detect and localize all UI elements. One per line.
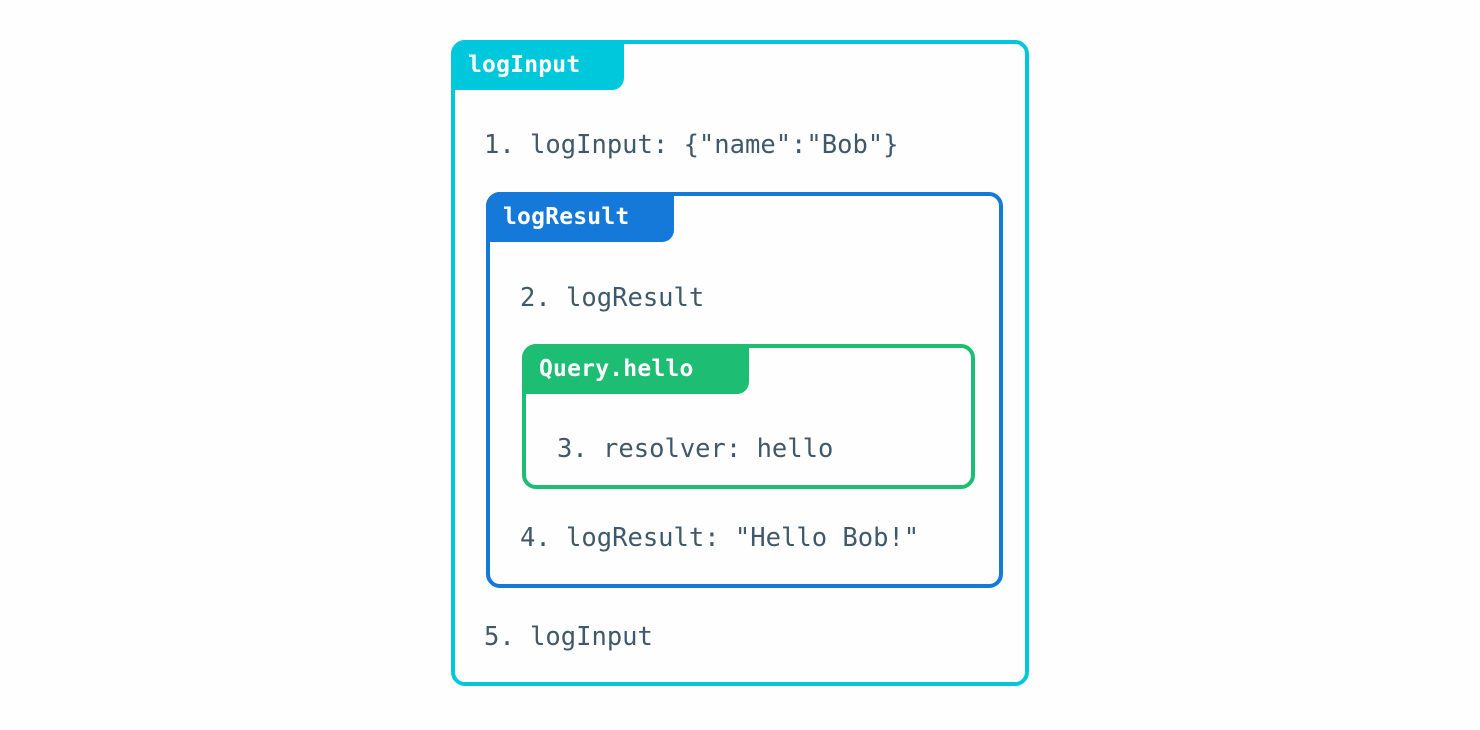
trace-badge-logresult: logResult bbox=[486, 192, 674, 242]
trace-box-query-hello: Query.hello 3. resolver: hello bbox=[522, 344, 975, 489]
trace-line-4: 4. logResult: "Hello Bob!" bbox=[520, 523, 920, 553]
trace-line-3: 3. resolver: hello bbox=[557, 434, 834, 464]
trace-badge-loginput: logInput bbox=[451, 40, 624, 90]
trace-line-1: 1. logInput: {"name":"Bob"} bbox=[484, 130, 899, 160]
trace-badge-query-hello: Query.hello bbox=[522, 344, 749, 394]
trace-box-logresult: logResult 2. logResult Query.hello 3. re… bbox=[486, 192, 1003, 588]
trace-box-loginput: logInput 1. logInput: {"name":"Bob"} log… bbox=[451, 40, 1029, 686]
trace-line-5: 5. logInput bbox=[484, 622, 653, 652]
trace-line-2: 2. logResult bbox=[520, 283, 705, 313]
